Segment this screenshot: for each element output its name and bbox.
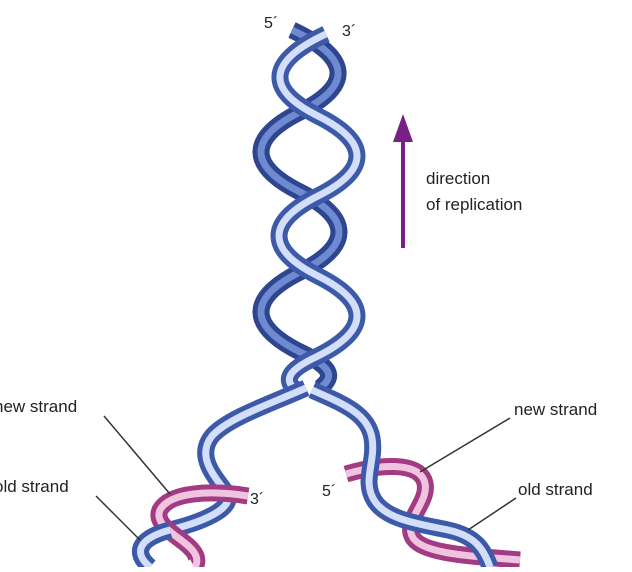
label-top-5-prime: 5´ [264, 15, 278, 32]
parental-double-helix [252, 22, 366, 399]
label-direction-line-1: direction [426, 169, 490, 188]
leader-right-old-strand [467, 497, 517, 531]
label-left-old-strand: old strand [0, 477, 69, 496]
direction-arrow [393, 114, 413, 248]
left-daughter-helix [132, 380, 310, 572]
label-left-3-prime: 3´ [250, 491, 264, 508]
parental-strand-front-highlight [275, 30, 361, 395]
parental-strand-back-highlight [257, 26, 343, 391]
labels: 5´ 3´ direction of replication new stran… [0, 15, 597, 508]
right-daughter-helix [308, 382, 521, 570]
label-right-new-strand: new strand [514, 400, 597, 419]
label-direction-line-2: of replication [426, 195, 522, 214]
direction-arrow-head [393, 114, 413, 142]
label-right-5-prime: 5´ [322, 483, 336, 500]
leader-left-new-strand [103, 415, 171, 495]
label-right-old-strand: old strand [518, 480, 593, 499]
label-left-new-strand: new strand [0, 397, 77, 416]
left-old-strand-front-highlight [137, 526, 171, 570]
leader-lines [95, 415, 517, 541]
right-old-strand-highlight [310, 386, 494, 569]
right-new-strand-highlight [345, 463, 521, 564]
label-top-3-prime: 3´ [342, 23, 356, 40]
right-old-strand [308, 382, 499, 570]
leader-right-new-strand [419, 417, 511, 473]
leader-left-old-strand [95, 495, 141, 541]
